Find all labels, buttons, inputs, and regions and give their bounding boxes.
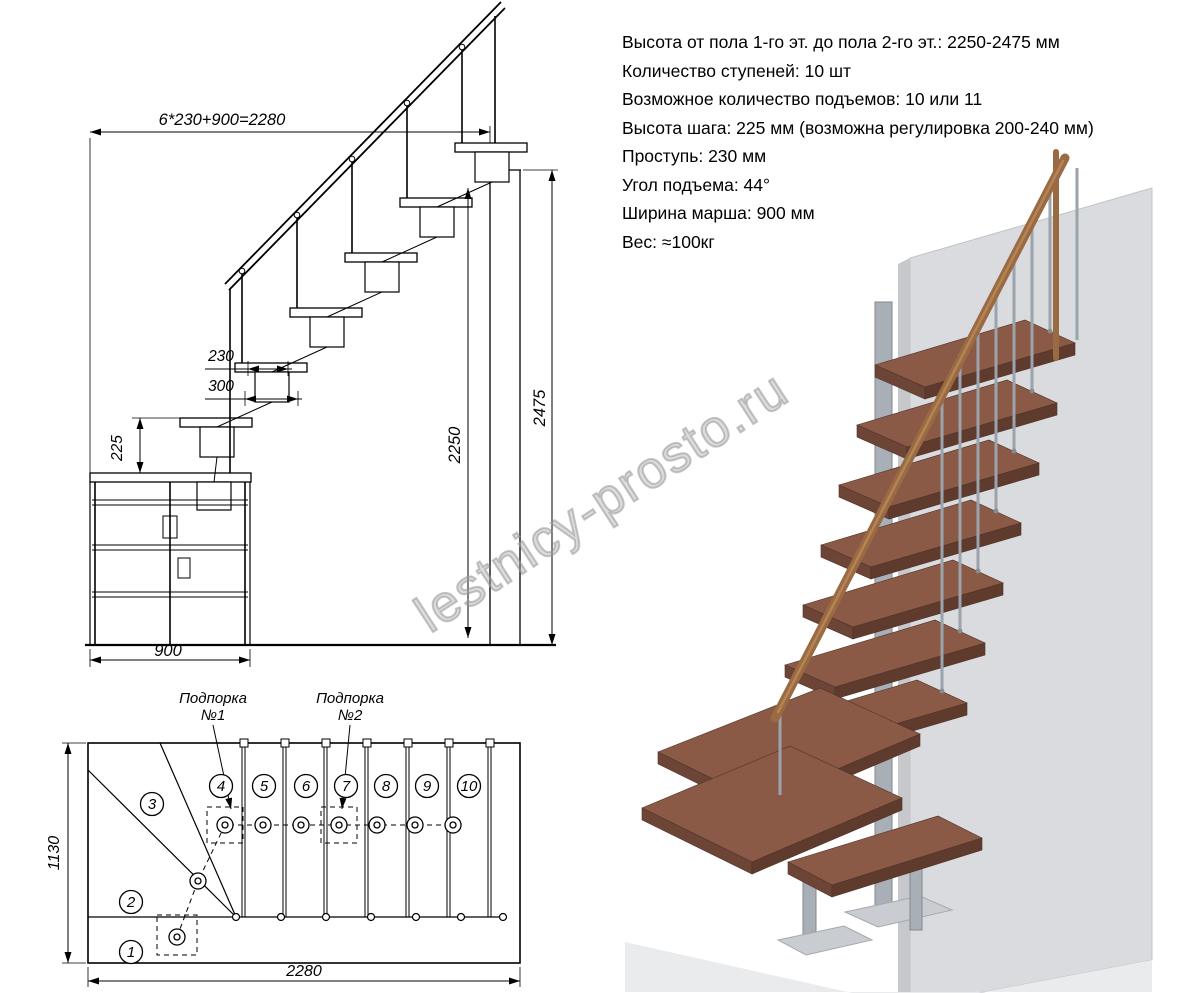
- modules: [196, 151, 510, 511]
- support2-label: Подпорка: [316, 690, 384, 707]
- staircase-3d-render: [625, 149, 1153, 993]
- tread: [802, 559, 1004, 640]
- svg-text:9: 9: [423, 778, 432, 795]
- step-number: 8: [373, 773, 399, 799]
- svg-text:6: 6: [302, 778, 311, 795]
- spec-line: Количество ступеней: 10 шт: [622, 60, 852, 81]
- step-number: 3: [139, 791, 165, 817]
- dimension-total-length: 6*230+900=2280: [90, 111, 491, 143]
- spec-line: Вес: ≈100кг: [622, 231, 715, 252]
- step-number: 10: [456, 773, 482, 799]
- floor: [625, 942, 1152, 993]
- dimension-riser: 225: [109, 417, 182, 474]
- support-labels: Подпорка №1 Подпорка №2: [179, 690, 384, 810]
- support1-label: Подпорка: [179, 690, 247, 707]
- spec-line: Высота от пола 1-го эт. до пола 2-го эт.…: [622, 32, 1060, 52]
- step-number: 7: [333, 773, 359, 799]
- spec-line: Проступь: 230 мм: [622, 146, 767, 166]
- step-number: 4: [208, 773, 234, 799]
- railing-balusters: [778, 168, 1079, 795]
- tread: [641, 745, 903, 875]
- entry-step: [776, 815, 983, 956]
- plan-outline: [87, 742, 521, 964]
- plan-handrail: [231, 912, 508, 922]
- dimension-march-width: 900: [89, 642, 251, 667]
- dimension-plan-length: 2280: [87, 963, 521, 987]
- support1-label: №1: [201, 707, 226, 724]
- handrail: [224, 1, 506, 291]
- svg-text:1: 1: [127, 944, 135, 961]
- dimension-height-outer: 2475: [523, 169, 558, 645]
- winder-treads: [641, 687, 921, 875]
- tread: [820, 499, 1022, 580]
- spec-line: Угол подъема: 44°: [622, 174, 771, 195]
- balusters: [229, 16, 496, 473]
- step-number: 9: [414, 773, 440, 799]
- specifications-panel: Высота от пола 1-го эт. до пола 2-го эт.…: [622, 28, 1094, 256]
- dimension-tread: 230: [205, 348, 292, 376]
- wooden-handrail: [770, 149, 1070, 723]
- plan-view-drawing: Подпорка №1 Подпорка №2 1 2 3 4 5 6 7 8 …: [46, 690, 521, 987]
- dim-total-label: 6*230+900=2280: [159, 111, 286, 129]
- dimension-height-inner: 2250: [446, 188, 472, 638]
- dim-march-width-label: 900: [154, 642, 182, 660]
- dim-riser-label: 225: [109, 435, 126, 462]
- dim-plan-depth-label: 1130: [46, 836, 63, 871]
- svg-text:10: 10: [461, 778, 478, 795]
- step-numbers: 1 2 3 4 5 6 7 8 9 10: [118, 773, 482, 965]
- tread: [856, 379, 1058, 460]
- tread: [874, 319, 1076, 400]
- structure-lines: [85, 138, 556, 647]
- svg-text:5: 5: [260, 778, 269, 795]
- dim-tread-label: 230: [207, 348, 234, 365]
- dim-module-label: 300: [208, 378, 234, 395]
- svg-text:4: 4: [217, 778, 225, 795]
- dim-plan-length-label: 2280: [285, 963, 322, 980]
- dim-height-outer-label: 2475: [531, 389, 549, 428]
- plan-winder-lines: [87, 742, 237, 918]
- svg-text:2: 2: [126, 894, 136, 911]
- support2-label: №2: [338, 707, 363, 724]
- dim-height-inner-label: 2250: [446, 426, 464, 465]
- spec-line: Возможное количество подъемов: 10 или 11: [622, 89, 983, 109]
- step-number: 6: [293, 773, 319, 799]
- platform-railing: [89, 482, 251, 645]
- spec-line: Высота шага: 225 мм (возможна регулировк…: [622, 117, 1094, 138]
- step-number: 2: [118, 889, 144, 915]
- side-view-drawing: 6*230+900=2280 2475 2250 230: [85, 1, 558, 667]
- plan-support-columns: [156, 806, 462, 956]
- svg-text:3: 3: [148, 796, 157, 813]
- spec-line: Ширина марша: 900 мм: [622, 203, 815, 223]
- step-number: 1: [118, 939, 144, 965]
- step-number: 5: [251, 773, 277, 799]
- svg-text:8: 8: [382, 778, 391, 795]
- dimension-module: 300: [205, 378, 302, 406]
- dimension-plan-depth: 1130: [46, 742, 86, 964]
- treads: [89, 142, 528, 483]
- svg-text:7: 7: [342, 778, 351, 795]
